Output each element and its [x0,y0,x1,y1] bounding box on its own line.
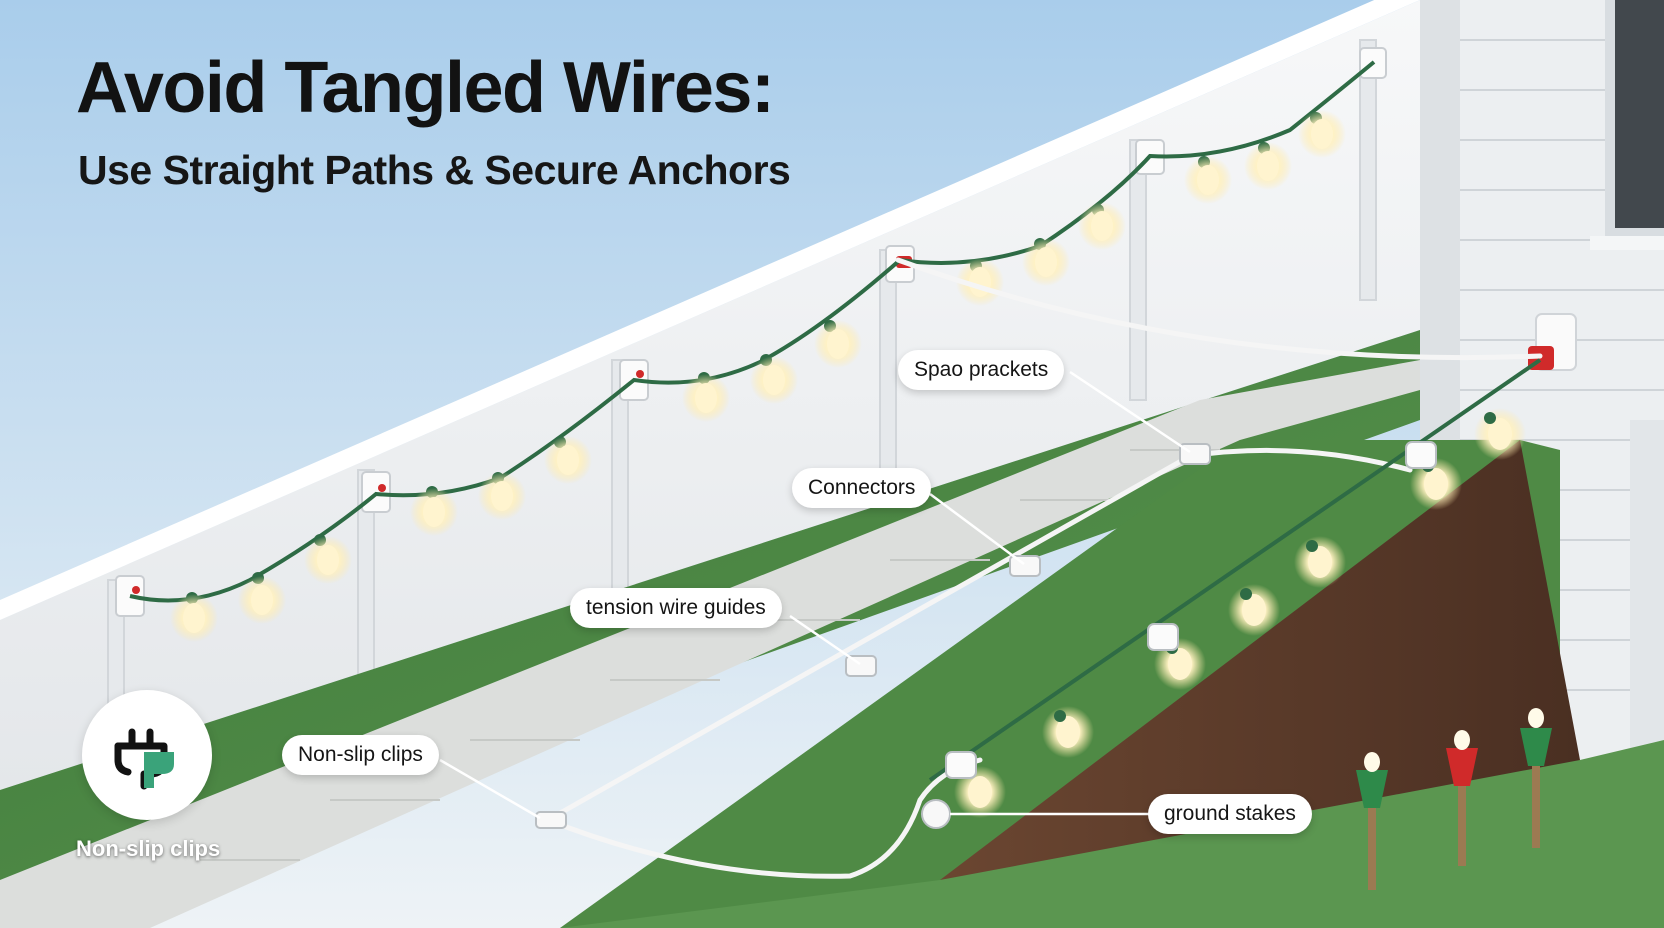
walkway [0,360,1420,928]
fence-string-lights [129,60,1376,642]
ground-stakes [1356,708,1552,890]
callout-ground-stakes: ground stakes [1148,794,1312,834]
page-subtitle: Use Straight Paths & Secure Anchors [78,147,791,193]
berm-string-lights [928,358,1542,818]
callout-space-brackets: Spao prackets [898,350,1065,390]
callout-leaders [439,370,1191,820]
badge-label: Non-slip clips [76,836,221,861]
lawn-lower [0,740,1664,928]
callout-tension-wire-guides: tension wire guides [570,588,782,628]
callout-non-slip-clips: Non-slip clips [282,735,439,775]
callout-connectors: Connectors [792,468,932,508]
soil-bank [940,440,1580,880]
plug-icon [114,728,174,790]
page-title: Avoid Tangled Wires: [76,48,775,128]
badge [82,690,212,820]
